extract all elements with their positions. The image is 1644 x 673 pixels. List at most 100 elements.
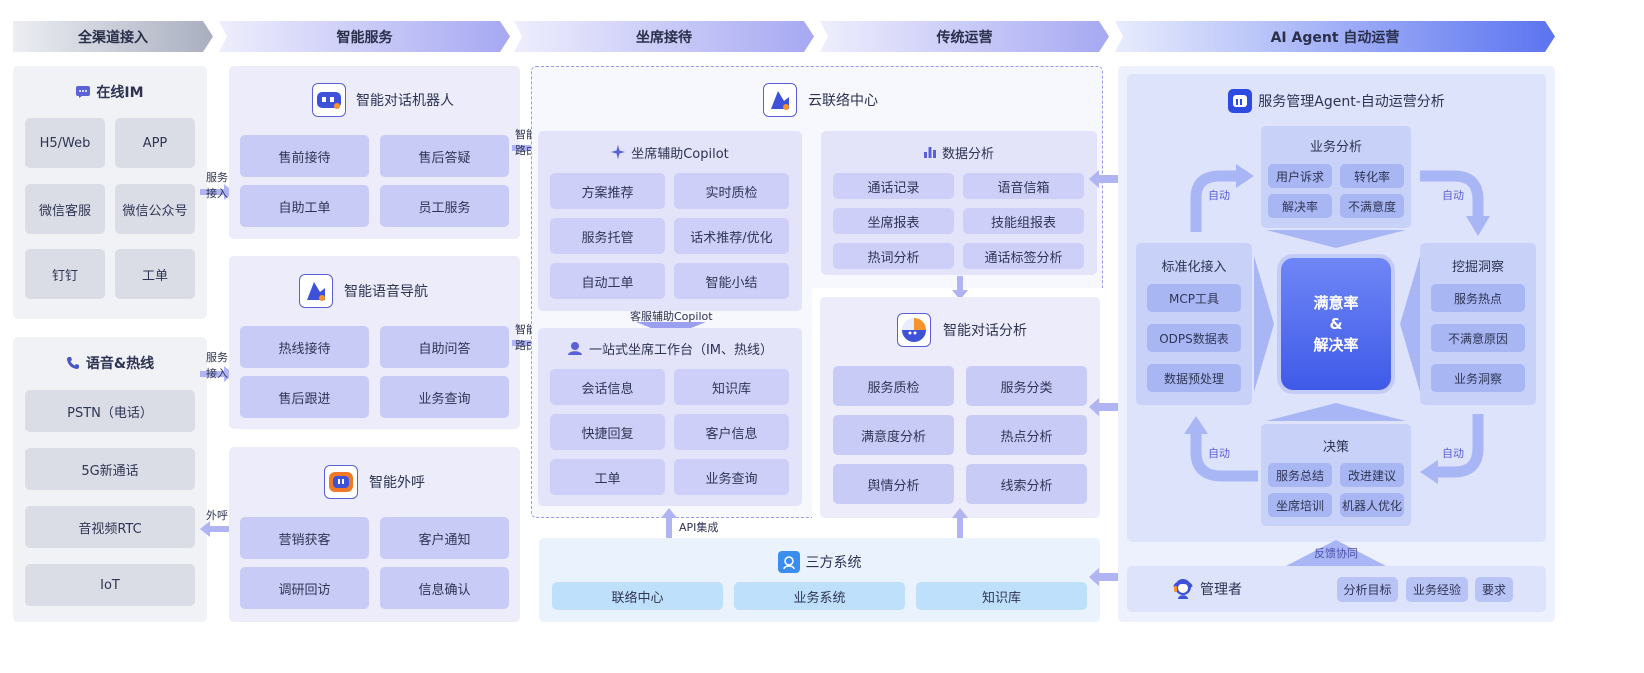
header-label: 坐席接待 xyxy=(636,29,692,46)
service-access-arrow-1 xyxy=(200,184,234,200)
auto-arrow-std-to-biz xyxy=(1190,164,1254,232)
copilot-link-label: 客服辅助Copilot xyxy=(630,310,713,323)
dialog-qc: 服务质检 xyxy=(833,366,954,406)
core-line-3: 解决率 xyxy=(1313,335,1359,354)
manager-title: 管理者 xyxy=(1172,578,1242,600)
auto-arrow-insight-to-decision xyxy=(1420,414,1484,484)
auto-label-3: 自动 xyxy=(1442,447,1464,460)
channel-iot: IoT xyxy=(25,564,195,606)
core-line-2: & xyxy=(1329,314,1343,333)
channel-pstn: PSTN（电话） xyxy=(25,390,195,432)
dialog-sentiment: 舆情分析 xyxy=(833,464,954,504)
dialog-hotspot: 热点分析 xyxy=(966,415,1087,455)
dialog-classify: 服务分类 xyxy=(966,366,1087,406)
third-party-title: 三方系统 xyxy=(539,551,1100,573)
copilot-script: 话术推荐/优化 xyxy=(674,218,789,254)
header-label: AI Agent 自动运营 xyxy=(1270,29,1400,46)
third-biz-system: 业务系统 xyxy=(734,582,905,610)
dialog-analysis-logo-icon xyxy=(897,313,931,347)
core-right-triangle xyxy=(1400,256,1420,392)
robot-logo-icon xyxy=(312,83,346,117)
ivr-hotline: 热线接待 xyxy=(240,326,369,368)
data-analysis-label: 数据分析 xyxy=(941,146,994,162)
channel-wechat-service: 微信客服 xyxy=(25,184,105,234)
data-call-tag: 通话标签分析 xyxy=(963,243,1084,269)
outbound-marketing: 营销获客 xyxy=(240,517,369,559)
copilot-qa: 实时质检 xyxy=(674,173,789,209)
cloud-center-title: 云联络中心 xyxy=(808,93,878,109)
channel-ticket: 工单 xyxy=(115,249,195,299)
ivr-self-qa: 自助问答 xyxy=(380,326,509,368)
header-label: 传统运营 xyxy=(936,29,993,46)
outbound-logo-icon xyxy=(324,465,358,499)
agent-headset-icon xyxy=(567,341,583,355)
header-smart-service: 智能服务 xyxy=(219,21,510,52)
manager-label: 管理者 xyxy=(1200,582,1242,598)
chat-icon xyxy=(76,86,91,98)
auto-label-2: 自动 xyxy=(1442,189,1464,202)
manager-requirement: 要求 xyxy=(1475,577,1513,602)
core-line-1: 满意率 xyxy=(1313,293,1359,312)
workbench-query: 业务查询 xyxy=(674,459,789,495)
outbound-notify: 客户通知 xyxy=(380,517,509,559)
online-im-title: 在线IM xyxy=(13,82,207,102)
decision-title: 决策 xyxy=(1322,439,1349,455)
auto-label-4: 自动 xyxy=(1208,447,1230,460)
workbench-quick-reply: 快捷回复 xyxy=(550,414,665,450)
copilot-hosting: 服务托管 xyxy=(550,218,665,254)
outbound-arrow xyxy=(200,521,234,537)
robot-aftersales: 售后答疑 xyxy=(380,135,509,177)
insight-reason: 不满意原因 xyxy=(1431,324,1525,352)
std-mcp: MCP工具 xyxy=(1147,284,1241,312)
workbench-title: 一站式坐席工作台（IM、热线） xyxy=(538,338,802,358)
support-agent-icon xyxy=(777,551,800,573)
insight-hotspot: 服务热点 xyxy=(1431,284,1525,312)
bar-chart-icon xyxy=(923,146,936,158)
copilot-solution: 方案推荐 xyxy=(550,173,665,209)
data-analysis-title: 数据分析 xyxy=(821,142,1097,162)
header-ai-agent-ops: AI Agent 自动运营 xyxy=(1115,21,1555,52)
data-call-records: 通话记录 xyxy=(833,173,954,199)
workbench-customer: 客户信息 xyxy=(674,414,789,450)
insight-title: 挖掘洞察 xyxy=(1451,259,1504,275)
outbound-title: 智能外呼 xyxy=(369,475,425,491)
workbench-kb: 知识库 xyxy=(674,369,789,405)
channel-dingtalk: 钉钉 xyxy=(25,249,105,299)
voice-label: 语音&热线 xyxy=(85,356,155,372)
decision-training: 坐席培训 xyxy=(1268,493,1332,517)
api-label: API集成 xyxy=(679,521,719,534)
channel-h5-web: H5/Web xyxy=(25,118,105,168)
service-access-label-1: 服务接入 xyxy=(206,171,228,200)
biz-resolution: 解决率 xyxy=(1268,194,1332,218)
copilot-label: 坐席辅助Copilot xyxy=(631,146,729,162)
dialog-satisfaction: 满意度分析 xyxy=(833,415,954,455)
decision-improve: 改进建议 xyxy=(1340,463,1404,487)
ivr-logo-icon xyxy=(299,274,333,308)
header-channel-access: 全渠道接入 xyxy=(13,21,213,52)
feedback-label: 反馈协同 xyxy=(1314,547,1358,560)
insight-business: 业务洞察 xyxy=(1431,364,1525,392)
third-to-dialog-up-arrow xyxy=(952,508,968,542)
dialog-analysis-title: 智能对话分析 xyxy=(943,323,1027,339)
std-odps: ODPS数据表 xyxy=(1147,324,1241,352)
robot-title: 智能对话机器人 xyxy=(356,93,454,109)
third-knowledge-base: 知识库 xyxy=(916,582,1087,610)
third-contact-center: 联络中心 xyxy=(552,582,723,610)
biz-conversion: 转化率 xyxy=(1340,164,1404,188)
biz-dissatisfaction: 不满意度 xyxy=(1340,194,1404,218)
copilot-summary: 智能小结 xyxy=(674,263,789,299)
dialog-leads: 线索分析 xyxy=(966,464,1087,504)
header-label: 全渠道接入 xyxy=(78,29,148,46)
sparkle-icon xyxy=(611,145,626,159)
phone-icon xyxy=(66,356,80,370)
robot-presales: 售前接待 xyxy=(240,135,369,177)
robot-self-ticket: 自助工单 xyxy=(240,185,369,227)
core-satisfaction-resolution: 满意率 & 解决率 xyxy=(1281,258,1391,390)
std-preprocess: 数据预处理 xyxy=(1147,364,1241,392)
workbench-label: 一站式坐席工作台（IM、热线） xyxy=(588,342,774,358)
ai-agent-title: 服务管理Agent-自动运营分析 xyxy=(1127,89,1546,113)
outbound-survey: 调研回访 xyxy=(240,567,369,609)
core-left-triangle xyxy=(1254,256,1274,392)
std-access-title: 标准化接入 xyxy=(1161,259,1227,275)
manager-goal: 分析目标 xyxy=(1337,577,1398,602)
